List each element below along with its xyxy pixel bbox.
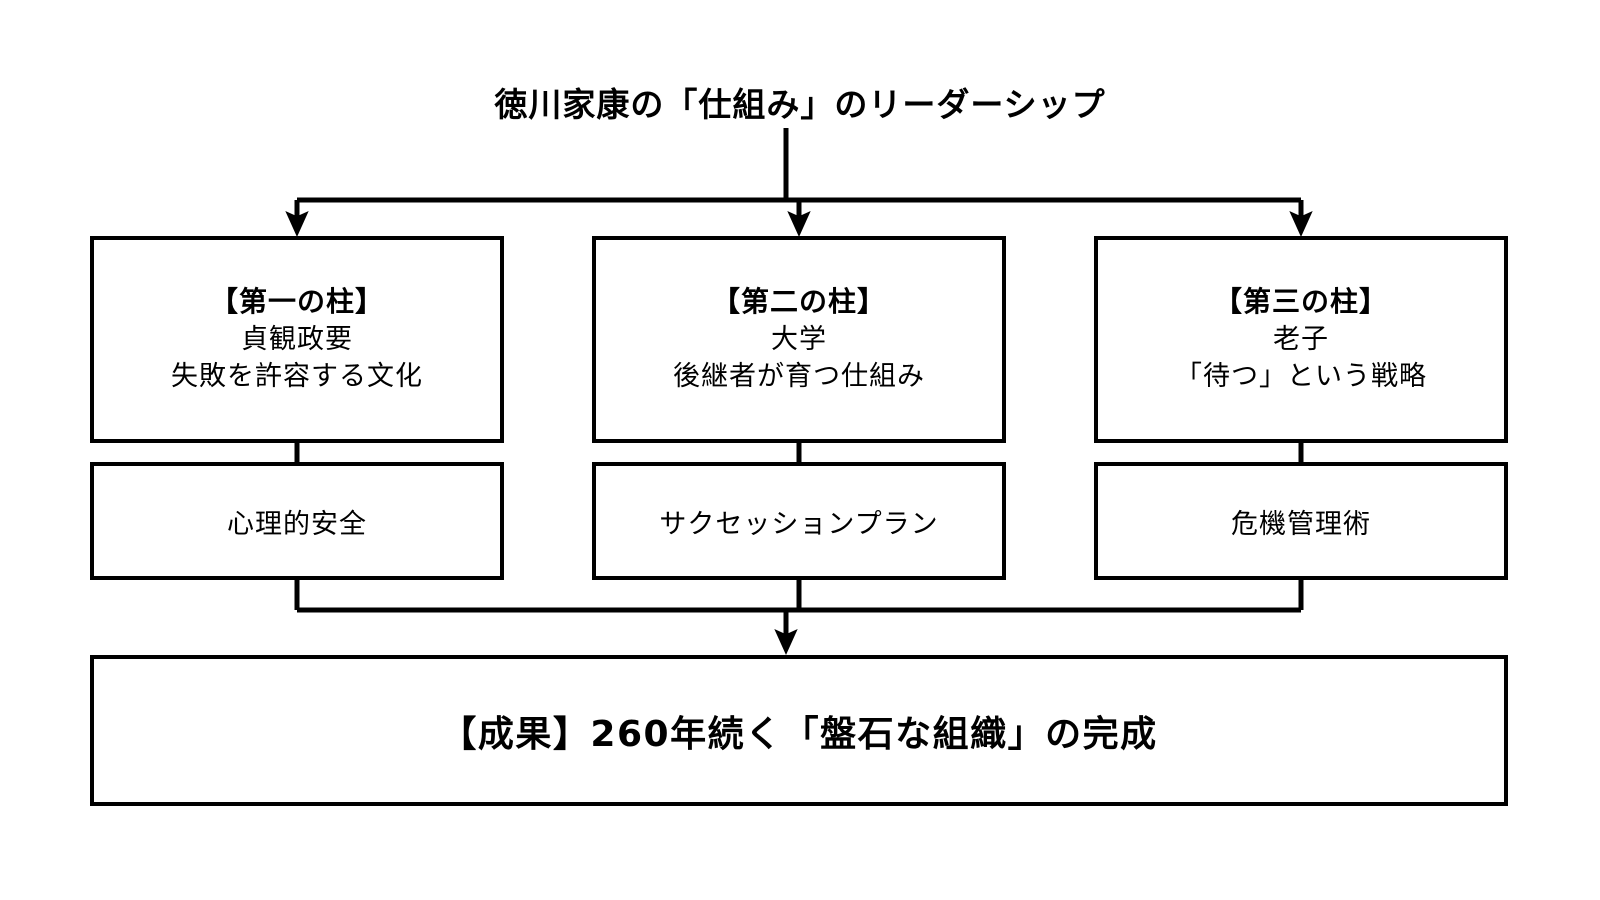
pillar-2-heading: 【第二の柱】 — [711, 284, 886, 318]
outcome-2-label: サクセッションプラン — [659, 508, 939, 540]
pillar-2-source: 大学 — [771, 323, 827, 355]
outcome-box-3[interactable]: 危機管理術 — [1094, 462, 1508, 580]
pillar-3-source: 老子 — [1273, 323, 1329, 355]
pillar-1-heading: 【第一の柱】 — [209, 284, 384, 318]
pillar-2-description: 後継者が育つ仕組み — [673, 360, 925, 392]
outcome-1-label: 心理的安全 — [227, 508, 367, 540]
pillar-box-2[interactable]: 【第二の柱】 大学 後継者が育つ仕組み — [592, 236, 1006, 443]
outcome-box-2[interactable]: サクセッションプラン — [592, 462, 1006, 580]
result-label: 【成果】260年続く「盤石な組織」の完成 — [440, 713, 1158, 755]
pillar-1-source: 貞観政要 — [241, 323, 353, 355]
pillar-3-heading: 【第三の柱】 — [1213, 284, 1388, 318]
outcome-3-label: 危機管理術 — [1231, 508, 1371, 540]
pillar-1-description: 失敗を許容する文化 — [171, 360, 423, 392]
pillar-3-description: 「待つ」という戦略 — [1175, 360, 1427, 392]
pillar-box-1[interactable]: 【第一の柱】 貞観政要 失敗を許容する文化 — [90, 236, 504, 443]
pillar-box-3[interactable]: 【第三の柱】 老子 「待つ」という戦略 — [1094, 236, 1508, 443]
outcome-box-1[interactable]: 心理的安全 — [90, 462, 504, 580]
diagram-title: 徳川家康の「仕組み」のリーダーシップ — [494, 85, 1106, 124]
result-box[interactable]: 【成果】260年続く「盤石な組織」の完成 — [90, 655, 1508, 806]
